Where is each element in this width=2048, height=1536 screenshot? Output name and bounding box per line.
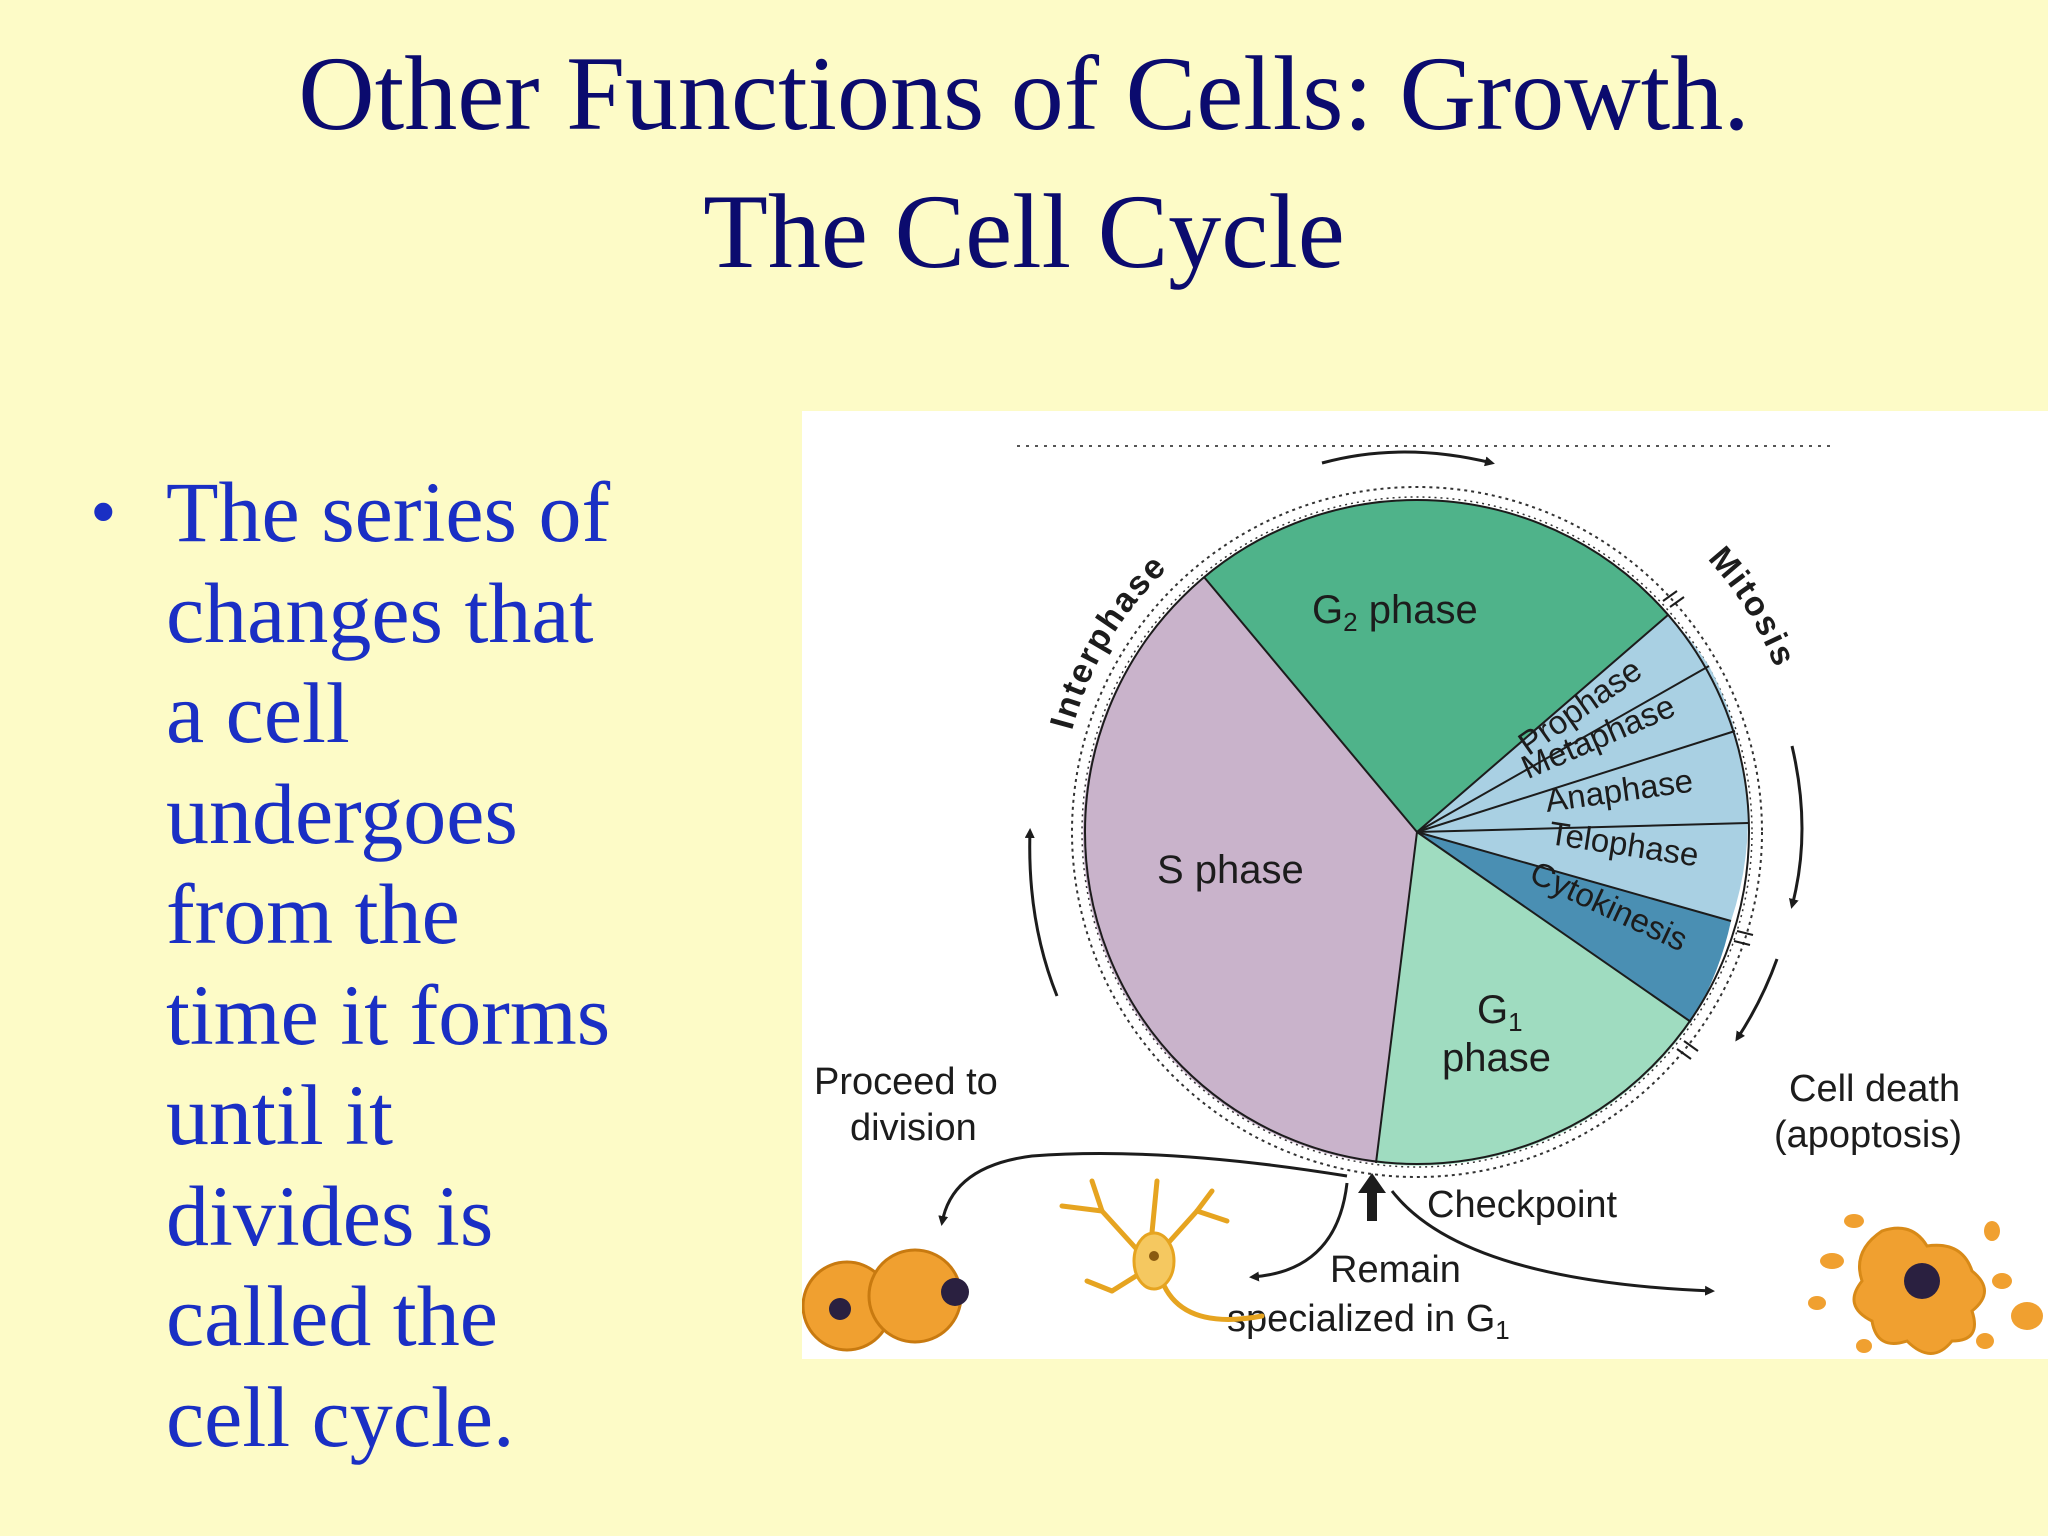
arrow-to-apoptosis — [1390, 1190, 1715, 1296]
sector-prophase — [1417, 615, 1709, 832]
title-line-1: Other Functions of Cells: Growth. — [298, 35, 1750, 152]
sector-metaphase — [1417, 666, 1735, 832]
bullet-line: a cell — [166, 665, 350, 761]
bullet-line: time it forms — [166, 966, 611, 1063]
arrow-to-remain — [1249, 1182, 1349, 1282]
ring-ticks — [1662, 590, 1754, 1060]
arrow-right-upper — [1788, 745, 1804, 909]
bullet-line: The series of — [166, 464, 611, 560]
bullet-line: until it — [166, 1067, 393, 1163]
cell-cycle-diagram: Interphase Mitosis G2 phase S phase G1 p… — [802, 445, 2043, 1355]
bullet-line: undergoes — [166, 765, 518, 862]
checkpoint-arrow — [1358, 1173, 1386, 1221]
bullet-line: changes that — [166, 564, 594, 661]
cell-cycle-pie — [1083, 499, 1750, 1166]
arrow-to-division — [938, 1152, 1348, 1226]
cycle-arrows — [1024, 450, 1804, 1042]
mitosis-label: Mitosis — [1701, 539, 1804, 672]
arrow-left — [1024, 828, 1059, 997]
proceed-to-division-label-line2: division — [850, 1107, 977, 1149]
cell-death-label: Cell death — [1789, 1068, 1960, 1110]
bullet-line: divides is — [166, 1167, 494, 1264]
sector-g2 — [1204, 499, 1668, 832]
arrow-top — [1321, 450, 1495, 467]
slide-title: Other Functions of Cells: Growth. The Ce… — [0, 25, 2048, 301]
dividing-cells-icon — [802, 1248, 969, 1352]
bullet-text: The series of changes that a cell underg… — [166, 462, 726, 1467]
g2-phase-label: G2 phase — [1312, 588, 1478, 637]
bullet-marker: • — [90, 470, 117, 554]
inner-ring — [1081, 496, 1753, 1168]
checkpoint-label: Checkpoint — [1427, 1184, 1618, 1226]
apoptotic-cell-icon — [1808, 1214, 2043, 1355]
sector-telophase — [1417, 823, 1748, 921]
sector-g1 — [1376, 832, 1691, 1166]
sector-cytokinesis — [1417, 832, 1731, 1022]
apoptosis-label: (apoptosis) — [1774, 1114, 1962, 1156]
cell-cycle-figure: Interphase Mitosis G2 phase S phase G1 p… — [802, 411, 2048, 1359]
proceed-to-division-label: Proceed to — [814, 1061, 998, 1103]
outer-ring — [1071, 486, 1763, 1178]
arrow-right-lower — [1735, 958, 1779, 1042]
bullet-line: from the — [166, 866, 460, 962]
sector-s — [1083, 577, 1417, 1163]
bullet-line: cell cycle. — [166, 1368, 515, 1465]
g1-phase-label-line2: phase — [1442, 1036, 1551, 1080]
bullet-line: called the — [166, 1268, 498, 1364]
s-phase-label: S phase — [1157, 848, 1304, 892]
remain-label: Remain — [1330, 1249, 1461, 1291]
remain-specialized-label: specialized in G1 — [1227, 1298, 1510, 1345]
g1-phase-label: G1 — [1477, 988, 1523, 1037]
title-line-2: The Cell Cycle — [703, 173, 1345, 290]
outcome-arrows — [938, 1152, 1715, 1296]
neuron-icon — [1059, 1178, 1265, 1322]
